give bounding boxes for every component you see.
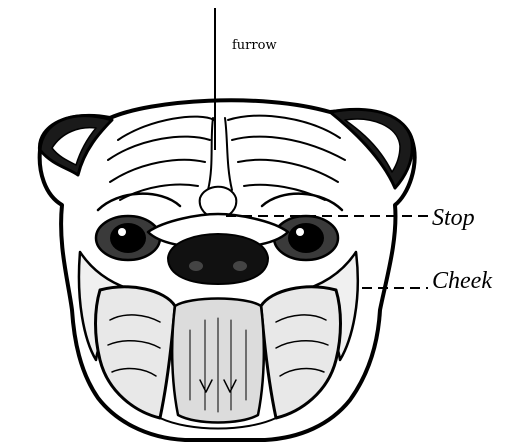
bulldog-head-illustration-icon	[40, 100, 415, 440]
furrow-label: furrow	[232, 38, 277, 53]
right-nostril	[233, 261, 247, 271]
right-eye	[288, 223, 324, 253]
stop-label: Stop	[432, 205, 475, 232]
cheek-label: Cheek	[432, 268, 492, 295]
left-eye-shine	[118, 228, 126, 236]
right-eye-shine	[296, 228, 304, 236]
left-eye	[110, 223, 146, 253]
left-nostril	[189, 261, 203, 271]
nose	[168, 234, 268, 284]
